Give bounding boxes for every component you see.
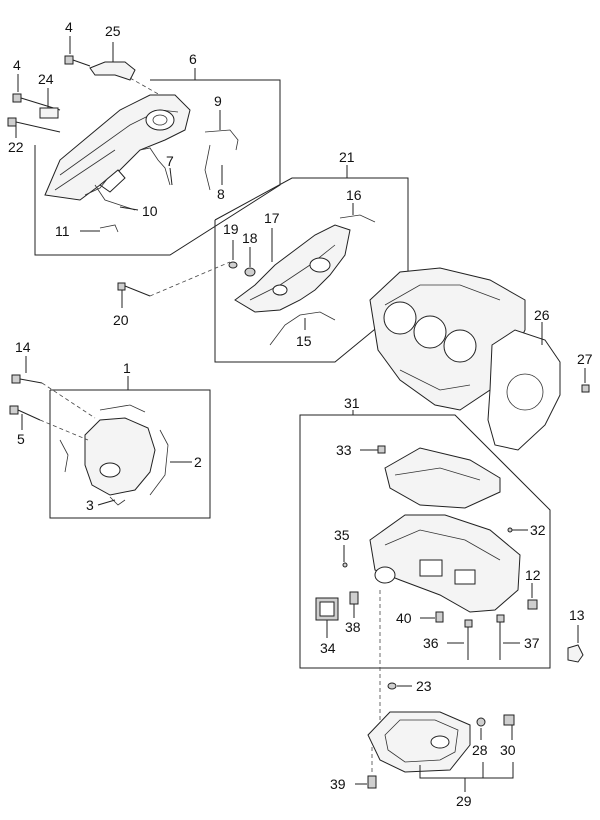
callout-16: 16 [346,187,362,203]
callout-23: 23 [416,678,432,694]
part-13: 13 [567,607,585,663]
group-1-front-cover: 1 2 3 14 5 [9,339,211,519]
callout-34: 34 [320,640,336,656]
callout-30: 30 [500,742,516,758]
callout-2: 2 [194,454,202,470]
callout-15: 15 [296,333,312,349]
callout-4-left: 4 [13,57,21,73]
callout-26: 26 [534,307,550,323]
callout-40: 40 [396,610,412,626]
callout-1: 1 [123,360,131,376]
callout-31: 31 [344,395,360,411]
callout-18: 18 [242,230,258,246]
callout-22: 22 [8,139,24,155]
callout-32: 32 [530,522,546,538]
callout-9: 9 [214,93,222,109]
callout-6: 6 [189,51,197,67]
callout-12: 12 [525,567,541,583]
callout-20: 20 [113,312,129,328]
callout-21: 21 [339,149,355,165]
callout-24: 24 [38,71,54,87]
callout-7: 7 [166,153,174,169]
callout-11: 11 [55,223,70,239]
callout-17: 17 [264,210,280,226]
callout-37: 37 [524,635,540,651]
callout-10: 10 [142,203,158,219]
group-21-lower-cover: 21 16 15 17 18 19 20 [113,149,409,363]
callout-38: 38 [345,619,361,635]
callout-4-top: 4 [65,19,73,35]
callout-8: 8 [217,186,225,202]
callout-39: 39 [330,776,346,792]
group-29-oil-pan-lower: 23 28 30 29 39 [330,590,516,809]
callout-35: 35 [334,527,350,543]
callout-19: 19 [223,221,239,237]
callout-29: 29 [456,793,472,809]
callout-28: 28 [472,742,488,758]
callout-5: 5 [17,431,25,447]
callout-36: 36 [423,635,439,651]
callout-33: 33 [336,442,352,458]
callout-27: 27 [577,351,593,367]
group-31-oil-pan-upper: 31 33 35 32 12 34 38 [299,395,551,669]
callout-14: 14 [15,339,31,355]
engine-block: 26 27 [369,267,593,451]
callout-3: 3 [86,497,94,513]
callout-13: 13 [569,607,585,623]
callout-25: 25 [105,23,121,39]
group-6-upper-timing-cover: 6 7 9 8 10 11 25 4 [7,19,281,256]
